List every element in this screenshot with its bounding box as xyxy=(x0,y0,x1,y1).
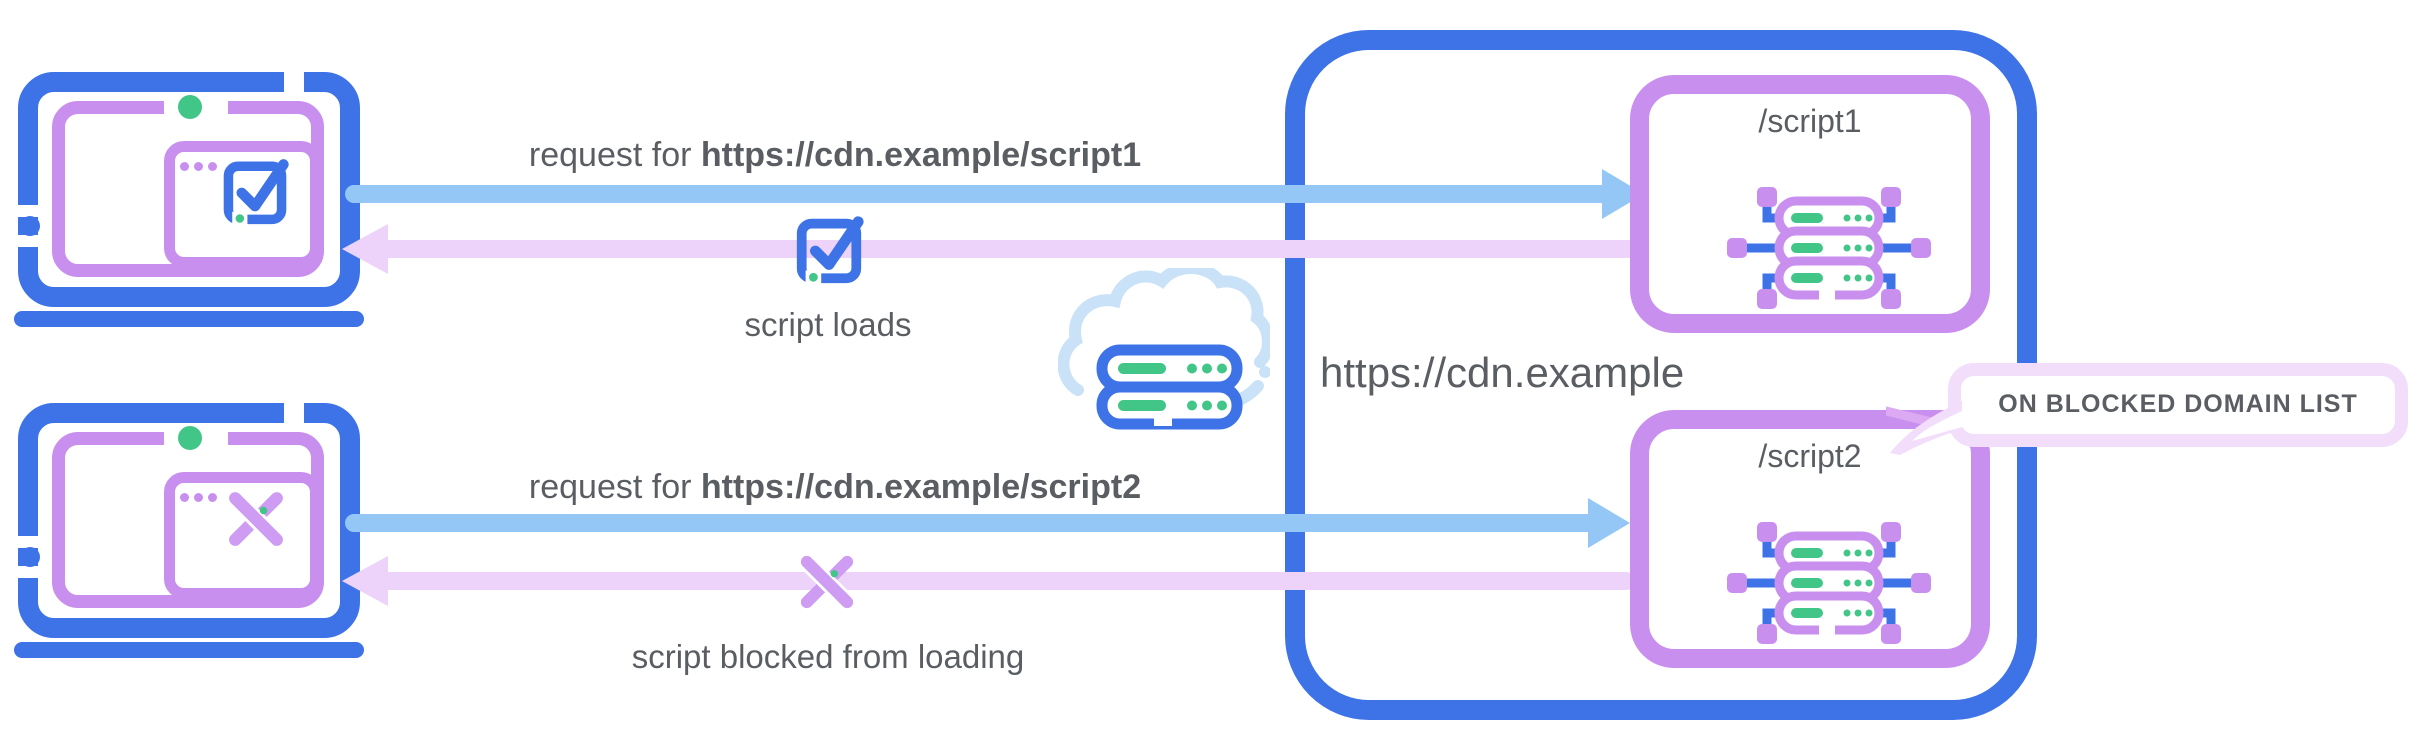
result-label-script2: script blocked from loading xyxy=(631,638,1025,675)
request-url: https://cdn.example/script2 xyxy=(700,468,1142,506)
laptop-base xyxy=(14,642,364,658)
response-arrowhead-script1 xyxy=(342,224,388,274)
result-label-script1: script loads xyxy=(744,306,912,343)
cloud-server-icon xyxy=(1057,262,1274,435)
frame-dot xyxy=(20,547,40,567)
x-cross-icon xyxy=(791,549,863,620)
green-dot xyxy=(178,95,202,119)
endpoint-script1-label: /script1 xyxy=(1758,103,1862,139)
browser-dot xyxy=(180,162,189,171)
endpoint-script2-box: /script2 xyxy=(1630,410,1990,668)
endpoint-script2-label: /script2 xyxy=(1758,438,1862,474)
callout-bubble: ON BLOCKED DOMAIN LIST xyxy=(1948,363,2408,447)
browser-dot xyxy=(208,162,217,171)
checkbox-check-icon xyxy=(790,210,868,291)
laptop-base xyxy=(14,311,364,327)
checkbox-check-icon xyxy=(216,153,294,232)
callout-label: ON BLOCKED DOMAIN LIST xyxy=(1998,390,2358,418)
frame-dot xyxy=(20,216,40,236)
browser-dot xyxy=(194,162,203,171)
browser-dot xyxy=(194,493,203,502)
cdn-domain-label: https://cdn.example xyxy=(1320,349,1685,396)
server-node-icon xyxy=(1727,522,1931,649)
request-label-script2: request for https://cdn.example/script2 xyxy=(340,468,1330,507)
request-label-script1: request for https://cdn.example/script1 xyxy=(340,136,1330,175)
callout-tail xyxy=(1881,399,1964,468)
request-arrow-script2 xyxy=(345,514,1590,532)
response-arrow-script1 xyxy=(386,240,1640,258)
request-arrow-script1 xyxy=(345,185,1605,203)
browser-dot xyxy=(208,493,217,502)
request-prefix: request for xyxy=(528,136,701,174)
x-cross-icon xyxy=(220,485,292,558)
request-prefix: request for xyxy=(528,468,701,506)
request-url: https://cdn.example/script1 xyxy=(700,136,1142,174)
client-laptop-allowed xyxy=(14,66,378,328)
server-node-icon xyxy=(1727,187,1931,314)
green-dot xyxy=(178,426,202,450)
browser-dot xyxy=(180,493,189,502)
request-arrowhead-script2 xyxy=(1588,498,1630,548)
client-laptop-blocked xyxy=(14,397,378,659)
endpoint-script1-box: /script1 xyxy=(1630,75,1990,333)
response-arrow-script2 xyxy=(386,572,1635,590)
response-arrowhead-script2 xyxy=(342,556,388,606)
